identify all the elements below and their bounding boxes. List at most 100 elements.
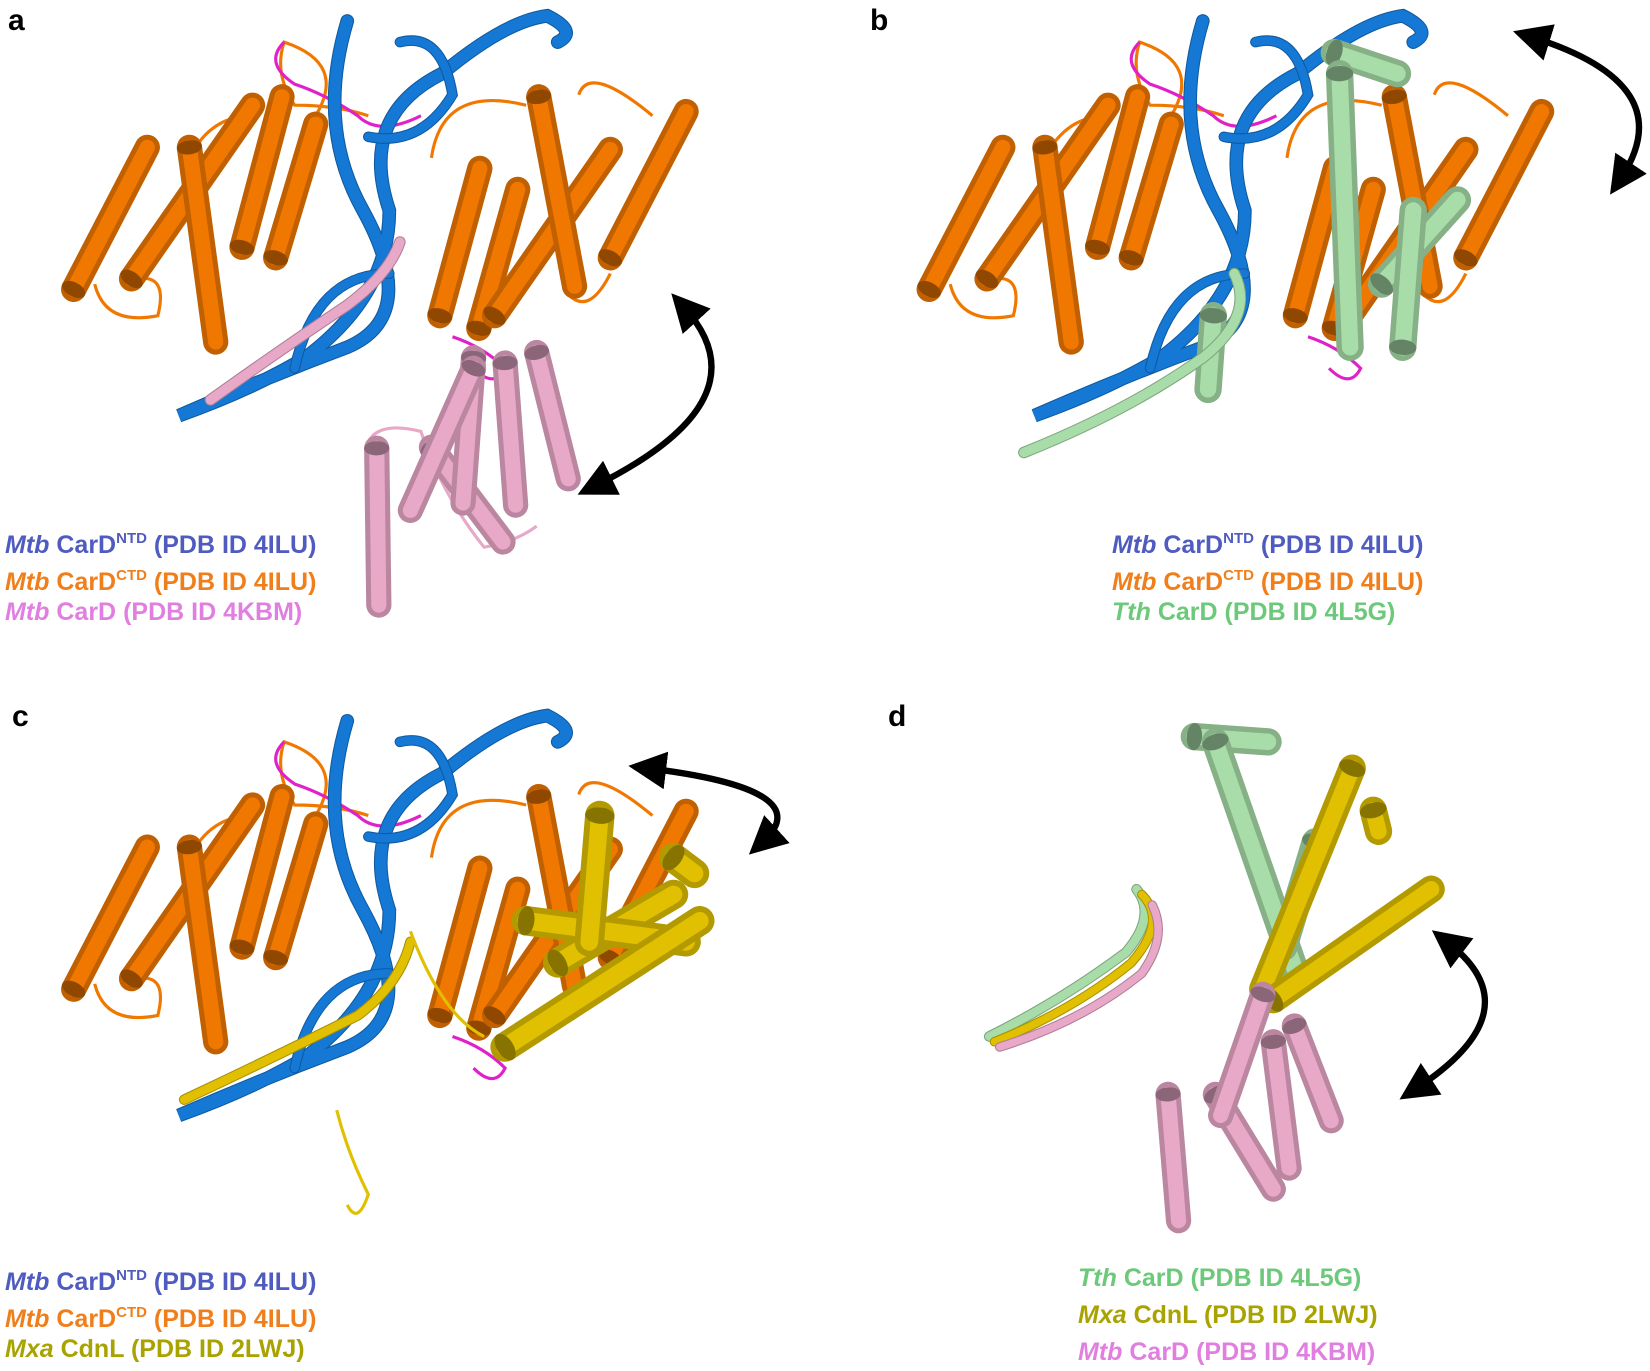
helix-cylinder — [176, 134, 229, 355]
helix-cylinder — [526, 84, 588, 299]
helix-cylinder — [1359, 796, 1393, 845]
domain-superscript: CTD — [116, 567, 147, 584]
rotation-arrow-c — [628, 751, 790, 855]
helix-highlight — [1326, 44, 1406, 82]
species-name: Mtb — [1112, 568, 1157, 596]
helix-cap — [461, 360, 486, 377]
species-name: Tth — [1078, 1264, 1117, 1292]
strand-ribbon — [1145, 36, 1313, 373]
strand-ribbon — [179, 937, 415, 1104]
helix-cylinder — [1249, 754, 1366, 1003]
protein-name: CarD — [56, 1305, 117, 1333]
helix-cylinder — [61, 134, 160, 303]
legend-entry: Mxa CdnL (PDB ID 2LWJ) — [1078, 1297, 1378, 1334]
panel-a-structure — [61, 8, 715, 618]
helix-highlight — [497, 355, 524, 513]
protein-name: CarD — [1123, 1264, 1184, 1292]
helix-cylinder — [427, 855, 493, 1029]
helix-cylinder — [229, 783, 295, 960]
domain-superscript: CTD — [1223, 567, 1254, 584]
helix-cylinder — [1389, 196, 1427, 361]
rotation-arrow-a — [577, 293, 715, 495]
panel-label-d: d — [888, 700, 907, 733]
strand-ribbon — [1019, 268, 1246, 458]
pdb-id: (PDB ID 4ILU) — [153, 531, 317, 559]
helix-highlight — [66, 839, 155, 997]
helix-cylinder — [229, 84, 295, 260]
helix-highlight — [234, 789, 290, 955]
domain-superscript: CTD — [116, 1304, 147, 1321]
pdb-id: (PDB ID 2LWJ) — [130, 1335, 305, 1363]
species-name: Mxa — [5, 1335, 54, 1363]
helix-highlight — [531, 89, 583, 294]
strand-ribbon — [984, 884, 1150, 1041]
helix-highlight — [181, 839, 224, 1050]
protein-name: CarD — [1163, 568, 1224, 596]
pdb-id: (PDB ID 4ILU) — [153, 568, 317, 596]
protein-name: CarD — [1129, 1338, 1190, 1366]
domain-superscript: NTD — [1223, 530, 1254, 547]
helix-cap — [1202, 733, 1229, 751]
legend-entry: Mtb CarD (PDB ID 4KBM) — [1078, 1334, 1378, 1371]
helix-cap — [364, 441, 390, 456]
protein-name: CdnL — [1133, 1301, 1198, 1329]
helix-cylinder — [492, 350, 529, 518]
helix-highlight — [1287, 160, 1343, 324]
helix-cylinder — [1155, 1081, 1192, 1234]
protein-name: CarD — [1157, 598, 1218, 626]
helix-cap — [524, 345, 550, 361]
domain-superscript: NTD — [116, 530, 147, 547]
helix-cap — [1339, 759, 1366, 777]
pdb-id: (PDB ID 4KBM) — [123, 598, 303, 626]
strand-ribbon — [176, 709, 572, 1121]
helix-cylinder — [916, 134, 1016, 303]
helix-cylinder — [1260, 1029, 1302, 1181]
pdb-id: (PDB ID 4KBM) — [1196, 1338, 1376, 1366]
helix-cap — [1389, 339, 1417, 355]
helix-cylinder — [524, 339, 581, 492]
helix-highlight — [1123, 116, 1179, 266]
legend-panel-d: Tth CarD (PDB ID 4L5G)Mxa CdnL (PDB ID 2… — [1078, 1260, 1378, 1371]
helix-cap — [229, 939, 255, 955]
helix-highlight — [1160, 1086, 1187, 1229]
helix-highlight — [432, 160, 488, 324]
helix-highlight — [1331, 65, 1359, 356]
helix-highlight — [580, 806, 609, 951]
helix-cap — [547, 949, 569, 977]
helix-cap — [1325, 65, 1354, 82]
pdb-id: (PDB ID 2LWJ) — [1203, 1301, 1378, 1329]
legend-entry: Mtb CarDCTD (PDB ID 4ILU) — [1112, 557, 1423, 596]
helix-highlight — [402, 360, 482, 518]
helix-cylinder — [1032, 134, 1084, 355]
protein-name: CarD — [56, 531, 117, 559]
helix-highlight — [1213, 986, 1271, 1124]
helix-cap — [1085, 239, 1110, 255]
helix-cap — [526, 89, 552, 105]
helix-cylinder — [263, 811, 329, 971]
helix-cap — [1454, 249, 1478, 267]
species-name: Mtb — [5, 568, 50, 596]
helix-cap — [466, 320, 492, 336]
strand-ribbon-edge — [983, 883, 1151, 1042]
loop — [93, 40, 654, 320]
pdb-id: (PDB ID 4L5G) — [1224, 598, 1396, 626]
strand-ribbon — [176, 9, 572, 422]
helix-cylinder — [597, 98, 699, 271]
panel-label-a: a — [8, 4, 25, 37]
helix-highlight — [432, 860, 488, 1024]
helix-cylinder — [490, 906, 715, 1062]
strand-ribbon — [996, 901, 1162, 1051]
species-name: Mxa — [1078, 1301, 1127, 1329]
helix-cylinder — [466, 876, 531, 1041]
helix-cylinder — [364, 435, 392, 618]
helix-cap — [427, 1007, 453, 1024]
helix-cylinder — [1281, 1013, 1344, 1134]
helix-cap — [1359, 802, 1387, 819]
helix-cap — [61, 980, 86, 998]
helix-cap — [975, 269, 999, 289]
legend-entry: Mxa CdnL (PDB ID 2LWJ) — [5, 1331, 316, 1368]
legend-panel-a: Mtb CarDNTD (PDB ID 4ILU)Mtb CarDCTD (PD… — [5, 520, 316, 631]
helix-cap — [917, 280, 941, 298]
helix-highlight — [234, 89, 290, 255]
